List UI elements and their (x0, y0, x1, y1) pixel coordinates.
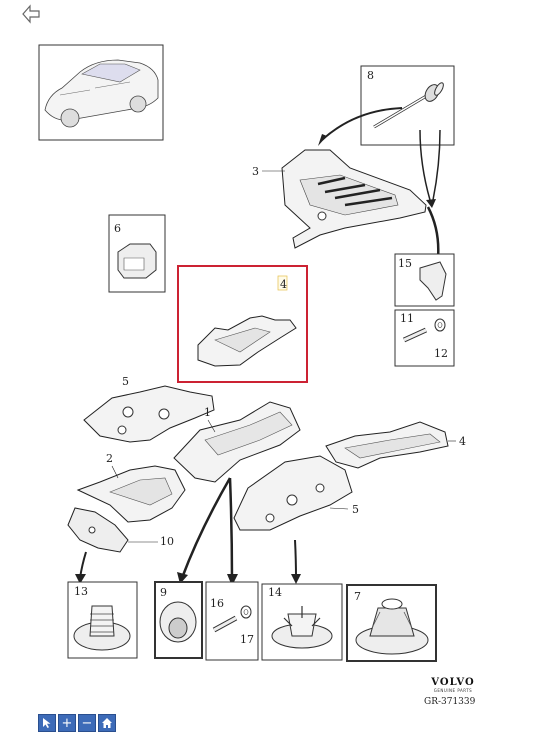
part-2-shield[interactable] (76, 465, 186, 523)
diagram-reference: GR-371339 (424, 697, 476, 707)
callout-11-label: 11 (400, 312, 414, 325)
callout-14-box[interactable] (261, 583, 343, 661)
part-5-right-shield[interactable] (233, 455, 353, 531)
part-10-shield[interactable] (67, 507, 129, 553)
brand-logo: VOLVO GENUINE PARTS (425, 677, 481, 693)
callout-2-label: 2 (106, 452, 113, 465)
part-1-tunnel-shield[interactable] (173, 401, 301, 483)
zoom-in-icon[interactable]: + (58, 714, 76, 732)
callout-9-box[interactable] (154, 581, 203, 659)
callout-8-box[interactable] (360, 65, 455, 146)
home-icon[interactable] (98, 714, 116, 732)
leader-8a (321, 107, 403, 141)
callout-6-box[interactable] (108, 214, 166, 293)
callout-7-box[interactable] (346, 584, 437, 662)
callout-13-box[interactable] (67, 581, 138, 659)
part-5-left-shield[interactable] (83, 385, 215, 443)
cursor-icon[interactable] (38, 714, 56, 732)
zoom-toolbar: + − (38, 714, 116, 732)
highlighted-part-4-box[interactable] (177, 265, 308, 383)
callout-16-17-box[interactable] (205, 581, 259, 661)
callout-14-label: 14 (268, 586, 282, 599)
callout-5-label-right: 5 (352, 503, 359, 516)
callout-12-label: 12 (434, 347, 448, 360)
callout-3-label: 3 (252, 165, 259, 178)
callout-16-label: 16 (210, 597, 224, 610)
callout-8-label: 8 (367, 69, 374, 82)
car-thumbnail (38, 44, 164, 141)
callout-4-label-right: 4 (459, 435, 466, 448)
back-arrow-icon[interactable] (20, 3, 42, 25)
callout-6-label: 6 (114, 222, 121, 235)
callout-1-label: 1 (204, 406, 211, 419)
callout-4-label-highlight: 4 (280, 278, 287, 291)
callout-15-label: 15 (398, 257, 412, 270)
callout-17-label: 17 (240, 633, 254, 646)
callout-9-label: 9 (160, 586, 167, 599)
callout-11-12-box[interactable] (394, 309, 455, 367)
callout-7-label: 7 (354, 590, 361, 603)
callout-10-label: 10 (160, 535, 174, 548)
callout-5-label-left: 5 (122, 375, 129, 388)
callout-13-label: 13 (74, 585, 88, 598)
brand-name: VOLVO (431, 677, 475, 688)
part-3-heat-shield[interactable] (281, 149, 427, 249)
zoom-out-icon[interactable]: − (78, 714, 96, 732)
brand-subtitle: GENUINE PARTS (433, 688, 473, 693)
part-4-right-shield[interactable] (325, 421, 449, 469)
callout-15-box[interactable] (394, 253, 455, 307)
